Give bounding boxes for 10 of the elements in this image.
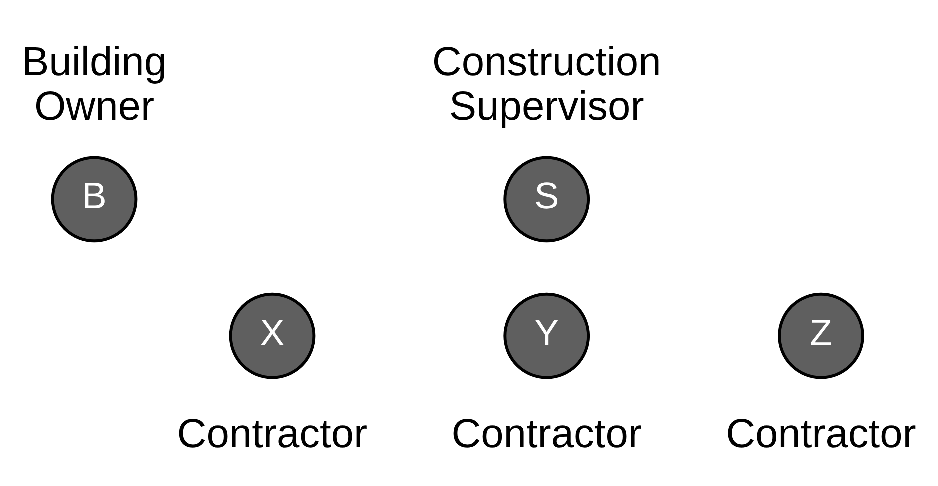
- node-label: Contractor: [177, 410, 368, 457]
- node-label: Building Owner: [22, 38, 168, 129]
- node-label: Contractor: [452, 410, 642, 457]
- node-circle: Y: [504, 292, 590, 380]
- node-label: Construction Supervisor: [432, 38, 662, 129]
- node-circle: Z: [778, 292, 864, 380]
- node-label: Contractor: [726, 410, 916, 457]
- node-circle: X: [229, 292, 316, 380]
- node-circle: S: [504, 156, 590, 243]
- node-circle: B: [51, 156, 138, 243]
